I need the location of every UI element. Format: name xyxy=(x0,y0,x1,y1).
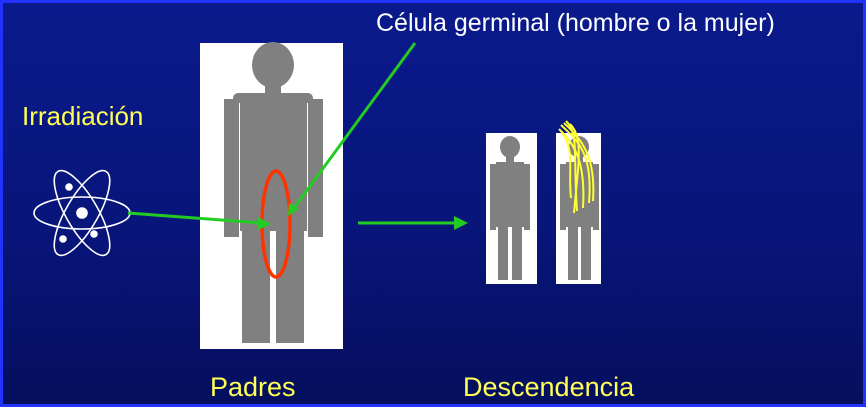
diagram-canvas xyxy=(3,3,863,404)
irradiation-label: Irradiación xyxy=(22,103,143,129)
offspring-label: Descendencia xyxy=(463,374,634,401)
atom-icon xyxy=(34,163,130,262)
parents-label: Padres xyxy=(210,374,296,401)
inheritance-arrow xyxy=(358,216,468,230)
germ-cell-label: Célula germinal (hombre o la mujer) xyxy=(376,11,775,36)
